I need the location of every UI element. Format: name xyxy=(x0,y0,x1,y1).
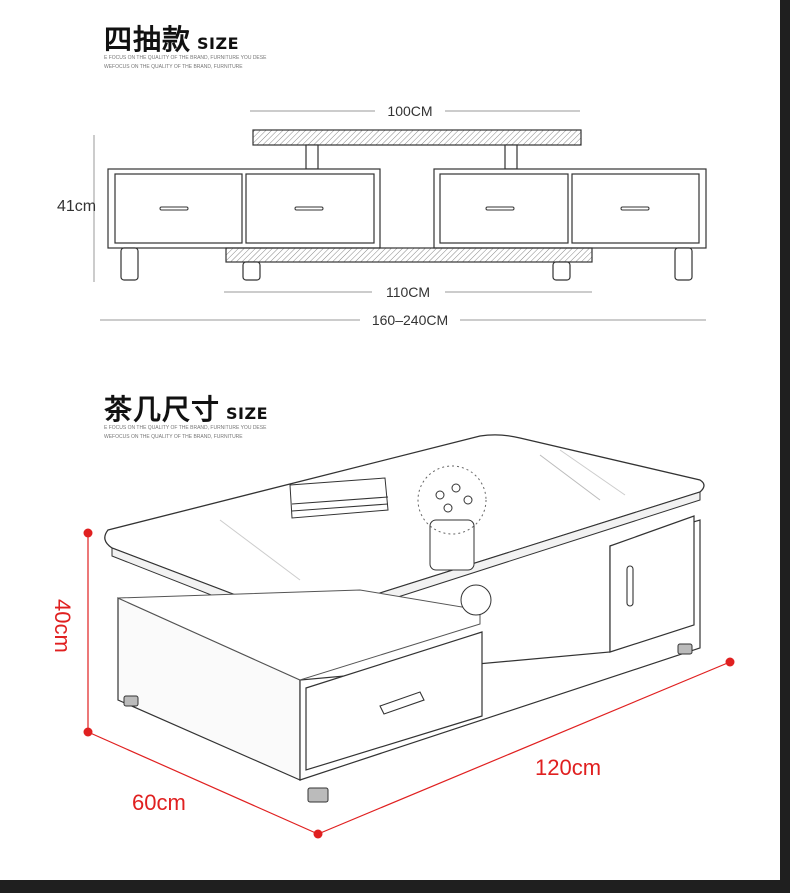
dim-point xyxy=(83,528,93,538)
drawer-1-handle xyxy=(159,206,189,211)
drawer-4-handle xyxy=(620,206,650,211)
reflection-line xyxy=(559,449,626,496)
side-door xyxy=(609,515,695,653)
front-drawer-handle xyxy=(379,691,425,715)
subtitle-line-2: WEFOCUS ON THE QUALITY OF THE BRAND, FUR… xyxy=(104,434,243,440)
reflection-line xyxy=(539,454,601,501)
foot-1 xyxy=(123,695,139,707)
dim-depth-label: 60cm xyxy=(132,790,186,815)
dim-height-label: 40cm xyxy=(50,599,75,653)
drawer-3-handle xyxy=(485,206,515,211)
leg-2 xyxy=(242,261,261,281)
dim-depth-line xyxy=(87,731,319,835)
books xyxy=(289,477,389,519)
tv-cabinet-title: 四抽款 xyxy=(104,23,192,56)
foot-2 xyxy=(307,787,329,803)
foot-3 xyxy=(677,643,693,655)
open-shelf xyxy=(117,589,481,681)
leg-3 xyxy=(552,261,571,281)
tv-cabinet-subtitle: E FOCUS ON THE QUALITY OF THE BRAND, FUR… xyxy=(104,54,266,72)
dim-total-label: 160–240CM xyxy=(372,312,448,328)
tv-cabinet-heading: 四抽款 SIZE xyxy=(104,18,239,58)
coffee-table-title: 茶几尺寸 xyxy=(104,393,221,426)
size-tag: SIZE xyxy=(226,404,269,423)
coffee-table-heading: 茶几尺寸 SIZE xyxy=(104,388,268,428)
subtitle-line-1: E FOCUS ON THE QUALITY OF THE BRAND, FUR… xyxy=(104,425,267,431)
leg-1 xyxy=(120,247,139,281)
decor-ball xyxy=(460,584,492,616)
drawer-2-handle xyxy=(294,206,324,211)
subtitle-line-1: E FOCUS ON THE QUALITY OF THE BRAND, FUR… xyxy=(104,55,267,61)
dim-top-label: 100CM xyxy=(387,103,432,119)
coffee-table-drawing: 40cm 120cm 60cm xyxy=(50,434,735,839)
reflection-line xyxy=(219,519,301,581)
dim-height-label: 41cm xyxy=(57,198,96,215)
dim-length-line xyxy=(317,661,731,835)
book-line xyxy=(291,503,389,512)
flowers xyxy=(417,465,487,535)
vase xyxy=(429,519,475,571)
tv-cabinet-drawing: 100CM 41cm 110CM 160–240C xyxy=(57,103,707,328)
top-shelf xyxy=(252,129,582,146)
dim-point xyxy=(725,657,735,667)
size-tag: SIZE xyxy=(197,34,240,53)
middle-base xyxy=(225,247,593,263)
subtitle-line-2: WEFOCUS ON THE QUALITY OF THE BRAND, FUR… xyxy=(104,64,243,70)
dim-bottom-label: 110CM xyxy=(386,284,430,300)
coffee-table-subtitle: E FOCUS ON THE QUALITY OF THE BRAND, FUR… xyxy=(104,424,266,442)
product-size-page: 四抽款 SIZE E FOCUS ON THE QUALITY OF THE BR… xyxy=(0,0,780,880)
book-line xyxy=(291,496,389,505)
side-door-handle xyxy=(626,565,634,607)
dim-length-label: 120cm xyxy=(535,755,601,780)
leg-4 xyxy=(674,247,693,281)
